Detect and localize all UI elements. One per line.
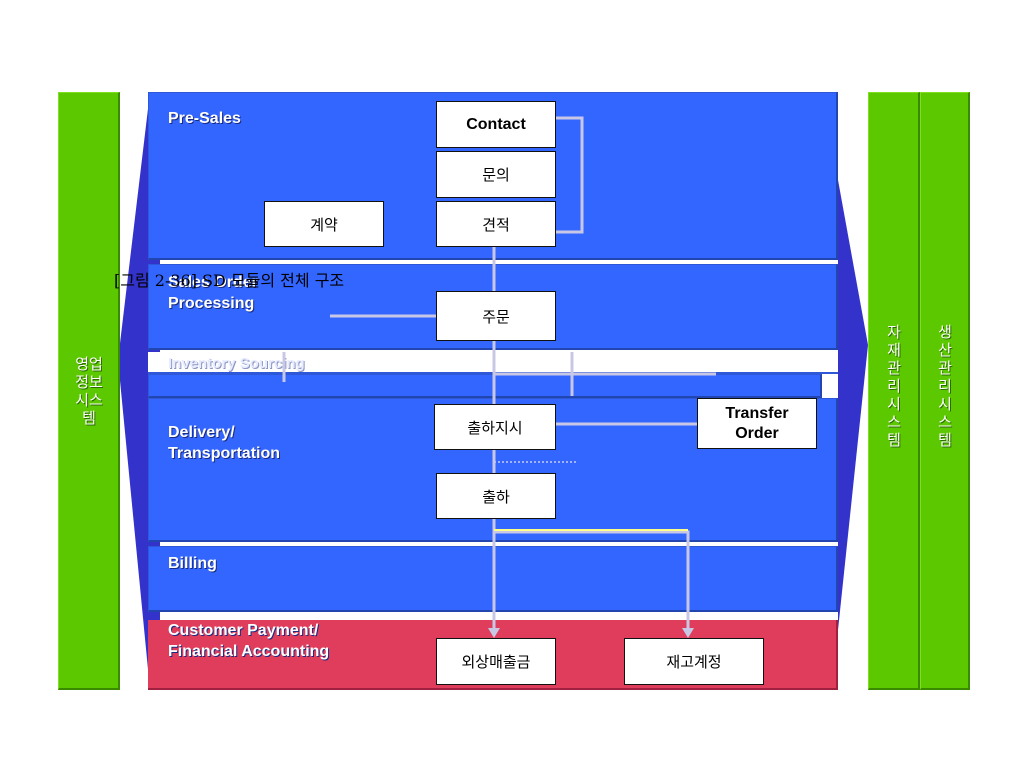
box-contact: Contact: [436, 101, 556, 148]
arrow-inventory-account: [682, 628, 694, 638]
box-transfer-order: Transfer Order: [697, 398, 817, 449]
label-payment: Customer Payment/ Financial Accounting: [168, 622, 330, 660]
box-contract: 계약: [264, 201, 384, 247]
sales-info-system-label: 영업 정보 시스 템: [75, 355, 103, 427]
branch-inventory-account: [494, 530, 690, 628]
box-quotation: 견적: [436, 201, 556, 247]
figure-caption: [그림 2-36] SD 모듈의 전체 구조: [114, 271, 345, 290]
sales-info-system-column: 영업 정보 시스 템: [58, 92, 120, 690]
box-inventory-account: 재고계정: [624, 638, 764, 685]
right-trapezoid: [838, 180, 868, 630]
box-order: 주문: [436, 291, 556, 341]
label-billing: Billing: [168, 555, 217, 572]
label-inventory-sourcing: Inventory Sourcing: [168, 355, 305, 372]
box-accounts-receivable: 외상매출금: [436, 638, 556, 685]
production-mgmt-system-column: 생 산 관 리 시 스 템: [920, 92, 970, 690]
production-mgmt-system-label: 생 산 관 리 시 스 템: [938, 323, 952, 449]
materials-mgmt-system-label: 자 재 관 리 시 스 템: [887, 323, 901, 449]
box-shipping-instruction: 출하지시: [434, 404, 556, 450]
box-inquiry: 문의: [436, 151, 556, 198]
band-inventory-strip: [148, 374, 822, 398]
arrow-ar: [488, 628, 500, 638]
label-pre-sales: Pre-Sales: [168, 110, 241, 127]
materials-mgmt-system-column: 자 재 관 리 시 스 템: [868, 92, 920, 690]
box-shipment: 출하: [436, 473, 556, 519]
label-sales-order: Sales Order Processing: [168, 274, 258, 312]
label-delivery: Delivery/ Transportation: [168, 424, 281, 462]
contact-bracket: [556, 116, 584, 234]
